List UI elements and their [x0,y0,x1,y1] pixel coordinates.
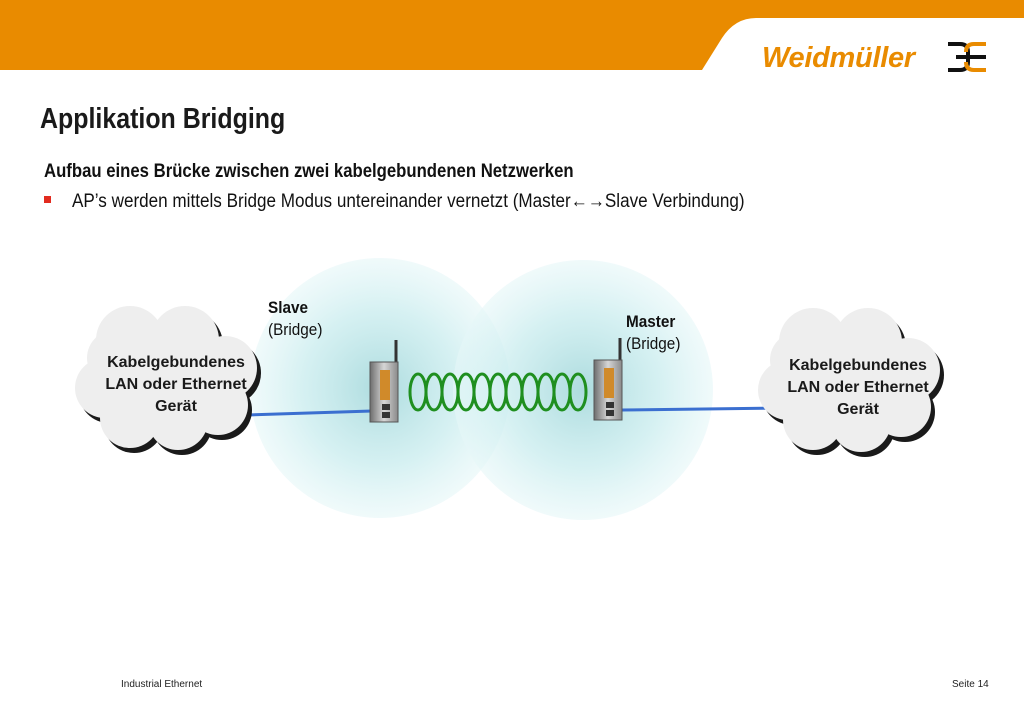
coverage-circle-master [453,260,713,520]
slave-mode: (Bridge) [268,320,323,339]
cloud-left-label: Kabelgebundenes LAN oder Ethernet Gerät [86,352,266,418]
section-subtitle: Aufbau eines Brücke zwischen zwei kabelg… [44,161,574,182]
cable-left [247,409,373,417]
header-band [0,0,1024,70]
brand-logo: Weidmüller [762,42,915,75]
bullet-text-end: Slave Verbindung) [604,191,745,212]
footer-left-text: Industrial Ethernet [121,679,203,690]
page-title: Applikation Bridging [40,103,286,135]
cloud-right-label: Kabelgebundenes LAN oder Ethernet Gerät [768,355,948,421]
slave-name: Slave [268,298,308,317]
access-point-master-icon [593,338,623,421]
master-label: Master (Bridge) [626,311,680,355]
brand-logo-text: Weidmüller [762,42,915,74]
page-number: Seite 14 [952,679,989,690]
slave-label: Slave (Bridge) [268,297,322,341]
cloud-right-icon [758,308,944,457]
master-name: Master [626,312,676,331]
cloud-left-icon [75,306,261,455]
cloud-left-line-1: Kabelgebundenes [107,354,245,371]
bullet-arrows: ←→ [570,191,605,212]
cloud-left-line-3: Gerät [155,398,197,415]
wireless-wave-icon [408,372,588,412]
cloud-right-line-2: LAN oder Ethernet [787,379,929,396]
bridging-diagram [75,258,944,520]
cloud-right-line-1: Kabelgebundenes [789,357,927,374]
bullet-square-icon [44,196,51,203]
cloud-left-line-2: LAN oder Ethernet [105,376,247,393]
cable-right [621,406,787,412]
cloud-right-line-3: Gerät [837,401,879,418]
access-point-slave-icon [369,340,399,423]
brand-mark-icon [948,42,986,72]
bullet-text-start: AP’s werden mittels Bridge Modus unterei… [72,191,571,212]
bullet-text: AP’s werden mittels Bridge Modus unterei… [72,191,745,213]
master-mode: (Bridge) [626,334,681,353]
